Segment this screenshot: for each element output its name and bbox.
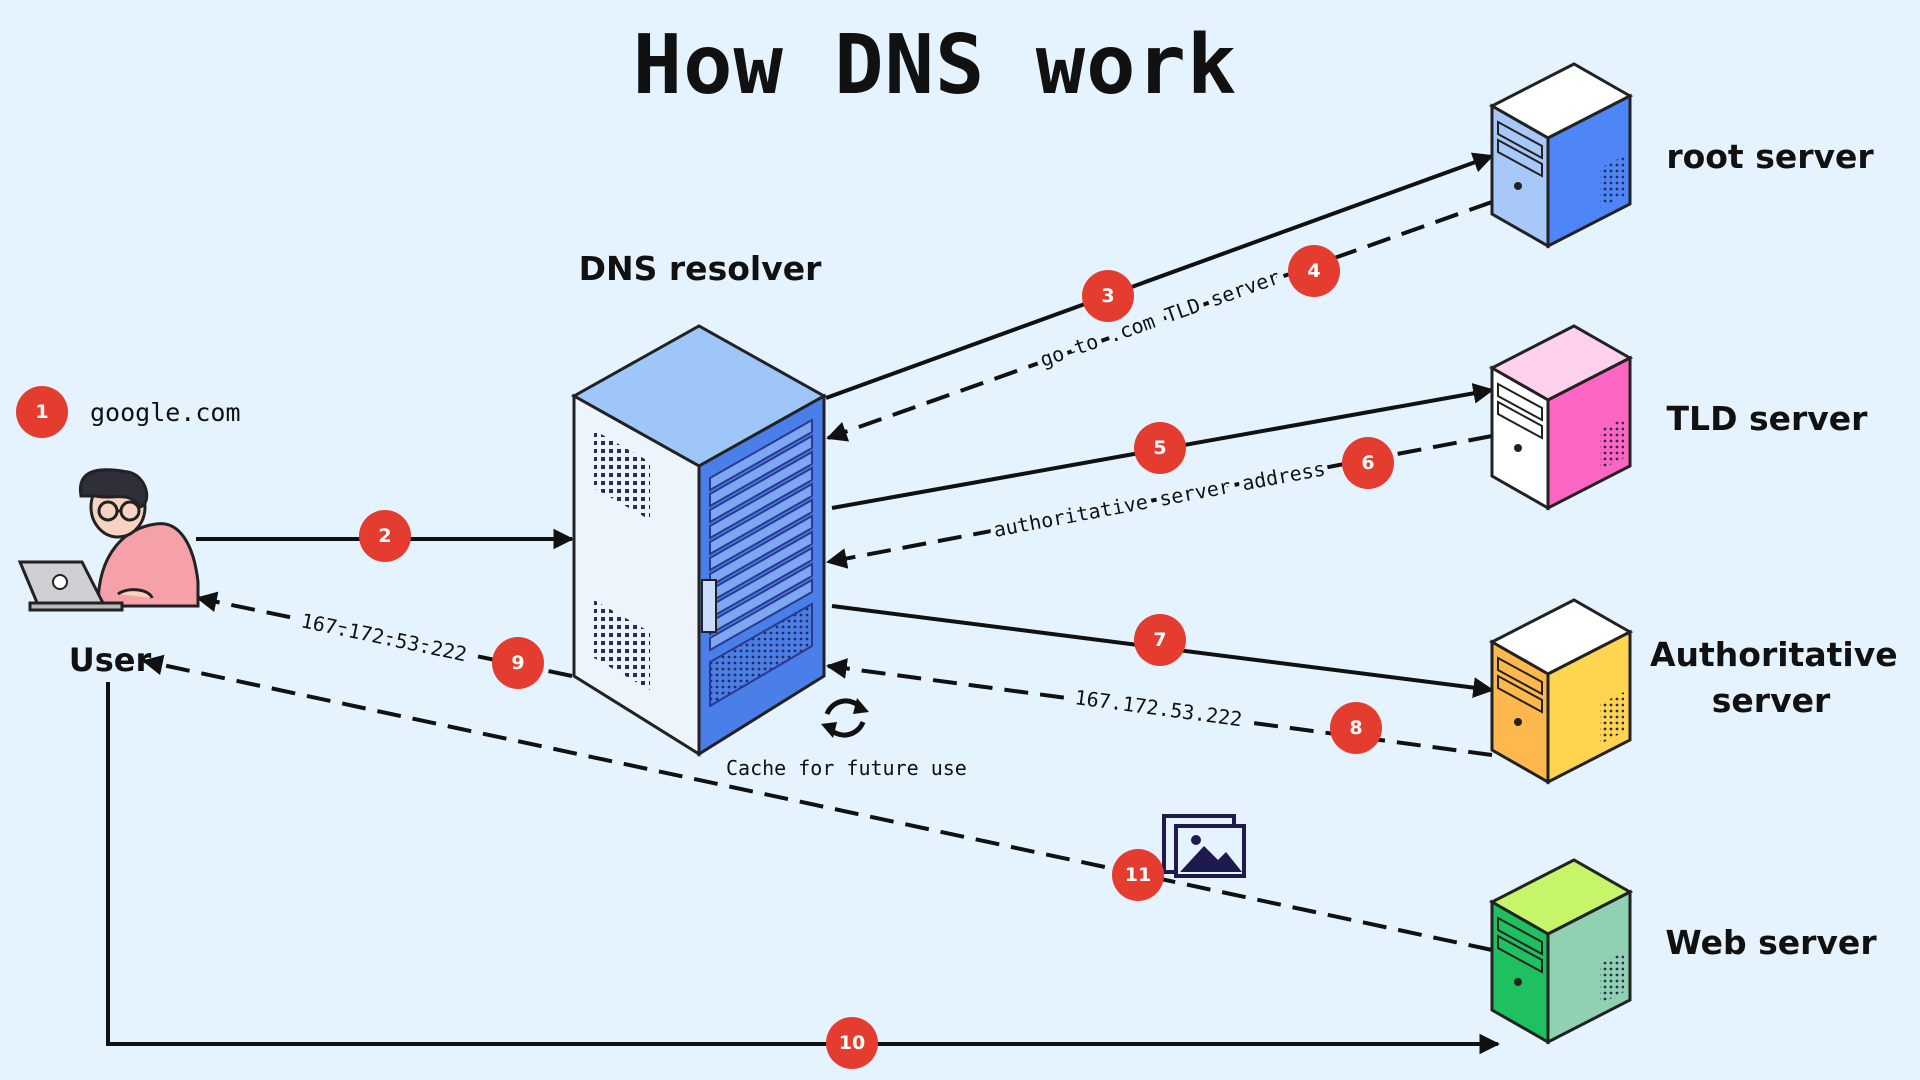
step-badge-2: 2 (359, 510, 411, 562)
arrow-auth-to-resolver (825, 658, 1493, 757)
user-label: User (68, 641, 152, 679)
authoritative-server-label-line1: Authoritative (1650, 635, 1898, 674)
step-badge-7: 7 (1134, 614, 1186, 666)
step-badge-8: 8 (1330, 702, 1382, 754)
arrow-web-to-user (141, 654, 1493, 952)
step-badge-10: 10 (826, 1017, 878, 1069)
arrow-user-to-web (106, 682, 1501, 1055)
arrow-resolver-to-root (825, 152, 1494, 400)
step-badge-5: 5 (1134, 422, 1186, 474)
authoritative-server-label: Authoritative server (1650, 632, 1898, 724)
dns-resolver-rack-icon (570, 324, 828, 757)
authoritative-server-label-line2: server (1711, 681, 1831, 721)
web-server-icon (1488, 858, 1634, 1045)
label-auth-reply: 167.172.53.222 (1073, 685, 1243, 731)
arrow-resolver-to-user (195, 591, 573, 678)
tld-server-label: TLD server (1666, 399, 1868, 438)
root-server-label: root server (1666, 137, 1874, 176)
refresh-icon (821, 698, 869, 738)
label-resolver-reply: 167.172.53.222 (299, 608, 469, 666)
resolver-label: DNS resolver (578, 249, 822, 288)
step-badge-11: 11 (1112, 849, 1164, 901)
web-server-label: Web server (1665, 923, 1877, 962)
diagram-title: How DNS work (632, 18, 1238, 113)
authoritative-server-icon (1488, 598, 1634, 785)
arrow-root-to-resolver (826, 200, 1493, 442)
step-badge-4: 4 (1288, 245, 1340, 297)
root-server-icon (1488, 62, 1634, 249)
step-badge-6: 6 (1342, 437, 1394, 489)
step-badge-1: 1 (16, 386, 68, 438)
user-query: google.com (90, 398, 241, 427)
tld-server-icon (1488, 324, 1634, 511)
cache-note: Cache for future use (726, 756, 967, 780)
user-laptop-icon (17, 468, 200, 612)
label-root-reply: go to .com TLD server (1037, 265, 1283, 372)
image-gallery-icon (1162, 814, 1246, 878)
step-badge-3: 3 (1082, 270, 1134, 322)
step-badge-9: 9 (492, 637, 544, 689)
